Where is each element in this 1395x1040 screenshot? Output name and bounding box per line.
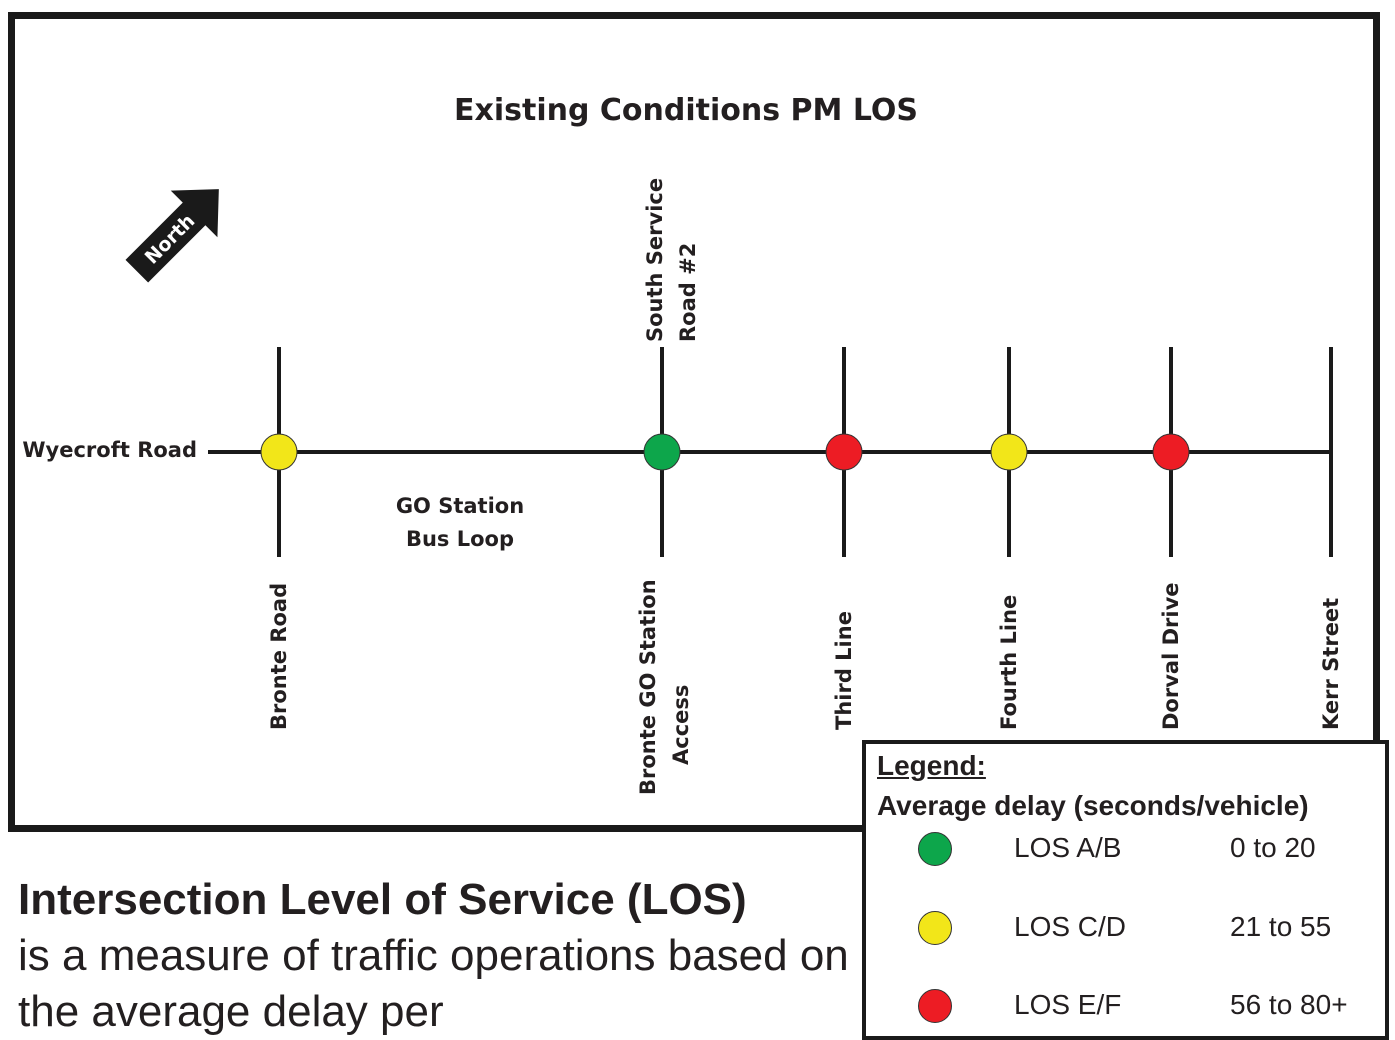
- legend-los-label: LOS E/F: [1014, 989, 1122, 1020]
- legend-item-los-ef: LOS E/F 56 to 80+: [866, 987, 1385, 1027]
- cross-street-label-line: Dorval Drive: [1159, 582, 1183, 730]
- diagram-title: Existing Conditions PM LOS: [454, 93, 918, 128]
- cross-street-label: Kerr Street: [1319, 598, 1343, 730]
- legend-range-label: 21 to 55: [1230, 911, 1332, 942]
- los-marker-cd: [260, 433, 298, 471]
- intersections: Bronte Road Bronte GO Station Access Third …: [260, 347, 1343, 795]
- cross-street-label: Bronte GO Station Access: [636, 579, 693, 795]
- north-street-label-line-2: Road #2: [676, 243, 700, 342]
- cross-street-label-line: Fourth Line: [997, 595, 1021, 730]
- intersection-kerr-street: Kerr Street: [1319, 347, 1343, 730]
- cross-street-label: Fourth Line: [997, 595, 1021, 730]
- description-body: is a measure of traffic operations based…: [18, 931, 849, 1036]
- north-arrow: North: [125, 189, 219, 283]
- los-marker-ef: [1152, 433, 1190, 471]
- cross-street-label: Bronte Road: [267, 583, 291, 730]
- legend-item-los-cd: LOS C/D 21 to 55: [866, 909, 1385, 949]
- intersection-bronte-go-station-access: Bronte GO Station Access: [636, 347, 693, 795]
- los-marker-cd: [990, 433, 1028, 471]
- los-marker-ab: [643, 433, 681, 471]
- legend: Legend: Average delay (seconds/vehicle) …: [862, 740, 1389, 1040]
- segment-label-line-1: GO Station: [396, 494, 524, 518]
- intersection-bronte-road: Bronte Road: [260, 347, 298, 730]
- cross-street-label: Third Line: [832, 611, 856, 730]
- north-street-label: South Service Road #2: [643, 178, 700, 342]
- main-road-label: Wyecroft Road: [22, 438, 197, 462]
- cross-street-label-line: Kerr Street: [1319, 598, 1343, 730]
- legend-item-los-ab: LOS A/B 0 to 20: [866, 830, 1385, 870]
- yellow-circle-icon: [918, 911, 952, 945]
- legend-los-label: LOS C/D: [1014, 911, 1127, 942]
- legend-subtitle: Average delay (seconds/vehicle): [877, 790, 1309, 821]
- segment-label-line-2: Bus Loop: [406, 527, 514, 551]
- los-marker-ef: [825, 433, 863, 471]
- cross-street-label-line: Bronte Road: [267, 583, 291, 730]
- los-description: Intersection Level of Service (LOS) is a…: [18, 872, 858, 1040]
- legend-range-label: 56 to 80+: [1230, 989, 1348, 1020]
- cross-street-label-line: Third Line: [832, 611, 856, 730]
- legend-title: Legend:: [877, 750, 986, 781]
- legend-los-label: LOS A/B: [1014, 832, 1122, 863]
- intersection-dorval-drive: Dorval Drive: [1152, 347, 1190, 730]
- green-circle-icon: [918, 832, 952, 866]
- intersection-fourth-line: Fourth Line: [990, 347, 1028, 730]
- diagram-frame: [8, 12, 1380, 832]
- cross-street-label: Dorval Drive: [1159, 582, 1183, 730]
- description-heading: Intersection Level of Service (LOS): [18, 875, 747, 924]
- legend-range-label: 0 to 20: [1230, 832, 1316, 863]
- cross-street-label-line: Access: [669, 685, 693, 765]
- red-circle-icon: [918, 989, 952, 1023]
- north-arrow-icon: [125, 189, 219, 283]
- north-street-label-line-1: South Service: [643, 178, 667, 342]
- intersection-third-line: Third Line: [825, 347, 863, 730]
- cross-street-label-line: Bronte GO Station: [636, 579, 660, 795]
